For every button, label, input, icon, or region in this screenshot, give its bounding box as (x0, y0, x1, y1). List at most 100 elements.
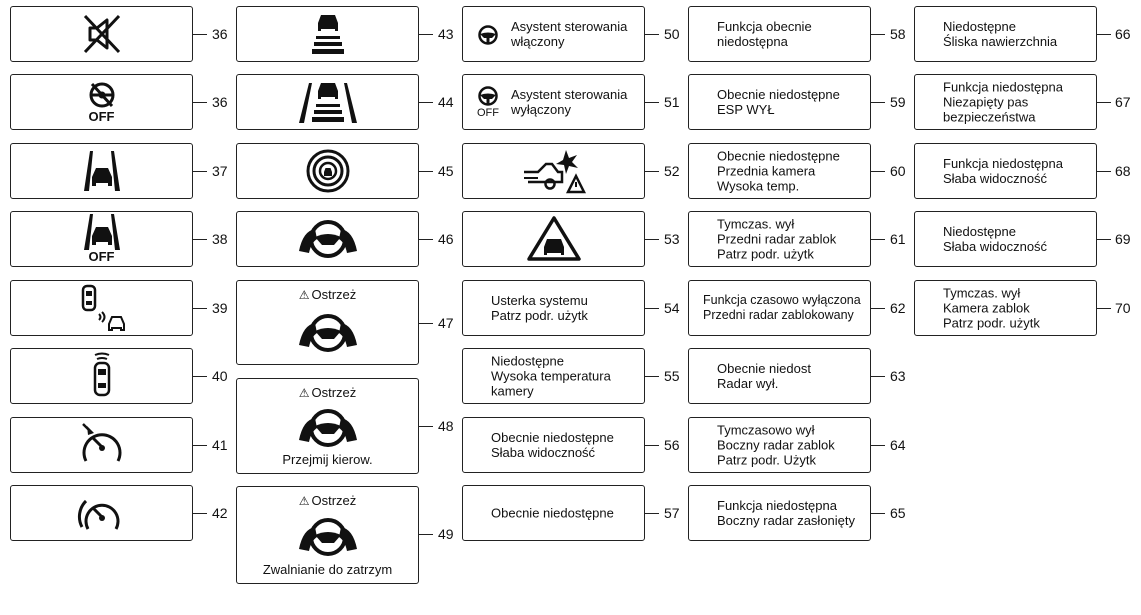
indicator-box-47-warning-hands: ⚠Ostrzeż (236, 280, 419, 365)
indicator-box-40-car-sensors (10, 348, 193, 404)
indicator-box-60: Obecnie niedostępne Przednia kamera Wyso… (688, 143, 871, 199)
indicator-box-69: Niedostępne Słaba widoczność (914, 211, 1097, 267)
indicator-box-38-lane-keep-off: OFF (10, 211, 193, 267)
car-proximity-icon (81, 284, 125, 331)
hands-on-wheel-icon (299, 314, 357, 352)
indicator-number: 38 (212, 231, 228, 247)
indicator-box-56: Obecnie niedostępne Słaba widoczność (462, 417, 645, 473)
indicator-text: Funkcja niedostępna Słaba widoczność (943, 156, 1063, 186)
car-distance-lanes-icon (298, 83, 357, 123)
indicator-text: Funkcja niedostępna Boczny radar zasłoni… (717, 498, 856, 528)
indicator-box-68: Funkcja niedostępna Słaba widoczność (914, 143, 1097, 199)
indicator-box-44-car-distance-lanes (236, 74, 419, 130)
indicator-number: 66 (1115, 26, 1131, 42)
indicator-number: 39 (212, 300, 228, 316)
indicator-box-48-take-over: ⚠Ostrzeż Przejmij kierow. (236, 378, 419, 474)
hands-on-wheel-icon (299, 409, 357, 447)
indicator-number: 63 (890, 368, 906, 384)
indicator-text: Tymczas. wył Kamera zablok Patrz podr. u… (943, 285, 1040, 331)
indicator-number: 37 (212, 163, 228, 179)
indicator-number: 64 (890, 437, 906, 453)
warning-triangle-icon: ⚠ (298, 494, 310, 508)
indicator-box-50-steering-on: Asystent sterowania włączony (462, 6, 645, 62)
indicator-number: 44 (438, 94, 454, 110)
indicator-text: Tymczasowo wył Boczny radar zablok Patrz… (717, 422, 835, 468)
speedometer-limit-icon (81, 423, 121, 462)
indicator-box-65: Funkcja niedostępna Boczny radar zasłoni… (688, 485, 871, 541)
warning-triangle-icon: ⚠ (298, 288, 310, 302)
indicator-box-39-car-proximity (10, 280, 193, 336)
indicator-box-54: Usterka systemu Patrz podr. użytk (462, 280, 645, 336)
indicator-box-52-collision (462, 143, 645, 199)
indicator-text: Asystent sterowania włączony (511, 19, 628, 49)
indicator-text: Obecnie niedostępne ESP WYŁ (717, 87, 840, 117)
car-target-icon (306, 149, 349, 193)
indicator-box-58: Funkcja obecnie niedostępna (688, 6, 871, 62)
indicator-box-57: Obecnie niedostępne (462, 485, 645, 541)
lane-keep-off-icon (83, 214, 120, 250)
indicator-box-43-car-distance (236, 6, 419, 62)
indicator-number: 61 (890, 231, 906, 247)
indicator-box-70: Tymczas. wył Kamera zablok Patrz podr. u… (914, 280, 1097, 336)
speedometer-icon (77, 499, 119, 530)
indicator-number: 42 (212, 505, 228, 521)
warning-label: Ostrzeż (311, 287, 357, 302)
indicator-number: 52 (664, 163, 680, 179)
indicator-text: Asystent sterowania wyłączony (511, 87, 628, 117)
indicator-box-45-car-target (236, 143, 419, 199)
indicator-box-55: Niedostępne Wysoka temperatura kamery (462, 348, 645, 404)
indicator-number: 68 (1115, 163, 1131, 179)
indicator-number: 70 (1115, 300, 1131, 316)
hands-on-wheel-icon (298, 220, 357, 258)
indicator-number: 54 (664, 300, 680, 316)
indicator-number: 40 (212, 368, 228, 384)
indicator-box-37-lane-keep (10, 143, 193, 199)
indicator-box-42-speedometer (10, 485, 193, 541)
indicator-text: Niedostępne Śliska nawierzchnia (943, 19, 1058, 49)
indicator-box-49-slowing-to-stop: ⚠Ostrzeż Zwalnianie do zatrzym (236, 486, 419, 584)
indicator-text: Usterka systemu Patrz podr. użytk (491, 293, 588, 323)
indicator-text: Obecnie niedostępne (491, 505, 614, 521)
steering-wheel-icon (478, 25, 498, 45)
car-warning-triangle-icon (526, 216, 581, 261)
off-label: OFF (88, 249, 115, 264)
indicator-box-64: Tymczasowo wył Boczny radar zablok Patrz… (688, 417, 871, 473)
indicator-number: 51 (664, 94, 680, 110)
indicator-number: 45 (438, 163, 454, 179)
indicator-box-53-car-warning (462, 211, 645, 267)
indicator-number: 60 (890, 163, 906, 179)
indicator-number: 41 (212, 437, 228, 453)
steering-wheel-off-icon (478, 86, 498, 106)
indicator-text: Funkcja obecnie niedostępna (717, 19, 812, 49)
steering-off-icon (89, 82, 114, 108)
indicator-number: 58 (890, 26, 906, 42)
indicator-text: Niedostępne Słaba widoczność (943, 224, 1048, 254)
indicator-box-62: Funkcja czasowo wyłączona Przedni radar … (688, 280, 871, 336)
car-sensors-icon (93, 352, 110, 397)
lane-keep-icon (83, 151, 120, 191)
indicator-box-59: Obecnie niedostępne ESP WYŁ (688, 74, 871, 130)
indicator-box-66: Niedostępne Śliska nawierzchnia (914, 6, 1097, 62)
indicator-number: 55 (664, 368, 680, 384)
indicator-box-61: Tymczas. wył Przedni radar zablok Patrz … (688, 211, 871, 267)
warning-label: Ostrzeż (311, 493, 357, 508)
indicator-text: Tymczas. wył Przedni radar zablok Patrz … (717, 216, 837, 262)
indicator-number: 57 (664, 505, 680, 521)
speaker-muted-icon (83, 14, 120, 54)
take-over-label: Przejmij kierow. (282, 452, 373, 467)
indicator-text: Funkcja niedostępna Niezapięty pas bezpi… (943, 79, 1063, 125)
indicator-number: 59 (890, 94, 906, 110)
indicator-number: 46 (438, 231, 454, 247)
indicator-number: 43 (438, 26, 454, 42)
indicator-number: 50 (664, 26, 680, 42)
off-label: OFF (477, 107, 499, 119)
indicator-number: 67 (1115, 94, 1131, 110)
indicator-number: 36 (212, 26, 228, 42)
indicator-text: Obecnie niedost Radar wył. (717, 361, 811, 391)
car-collision-icon (523, 150, 586, 194)
indicator-text: Obecnie niedostępne Przednia kamera Wyso… (717, 148, 840, 194)
indicator-text: Niedostępne Wysoka temperatura kamery (491, 353, 611, 399)
indicator-number: 69 (1115, 231, 1131, 247)
indicator-number: 56 (664, 437, 680, 453)
indicator-box-51-steering-off: OFF Asystent sterowania wyłączony (462, 74, 645, 130)
